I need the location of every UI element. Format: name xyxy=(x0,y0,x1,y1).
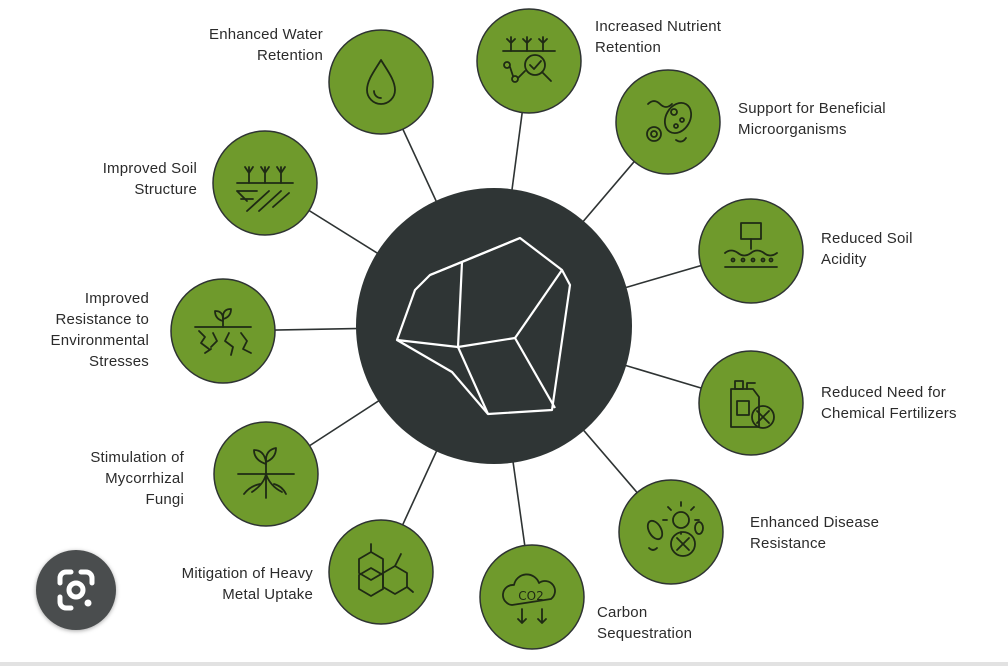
benefit-node-nutrient xyxy=(476,8,582,114)
benefit-node-stress xyxy=(170,278,276,384)
benefit-circle-nutrient xyxy=(476,8,582,114)
benefit-label-nutrient: Increased Nutrient Retention xyxy=(595,18,722,56)
molecule-icon xyxy=(358,543,414,597)
lens-search-button[interactable] xyxy=(36,550,116,630)
benefit-circle-micro xyxy=(615,69,721,175)
disease-resistance-icon xyxy=(646,501,704,557)
benefit-label-disease: Enhanced Disease Resistance xyxy=(750,514,880,552)
benefit-node-mycorrhizal xyxy=(213,421,319,527)
benefit-circle-stress xyxy=(170,278,276,384)
icon-text-carbon: CO2 xyxy=(518,589,543,603)
benefit-circle-water xyxy=(328,29,434,135)
microorganism-icon xyxy=(646,100,693,143)
ph-sign-icon xyxy=(724,222,778,268)
benefit-label-mycorrhizal: Stimulation of Mycorrhizal Fungi xyxy=(90,449,184,508)
benefit-circle-carbon xyxy=(479,544,585,650)
benefit-circle-heavymetal xyxy=(328,519,434,625)
benefit-label-water: Enhanced Water Retention xyxy=(209,26,323,64)
bottom-edge xyxy=(0,662,1008,666)
benefit-node-structure xyxy=(212,130,318,236)
soil-structure-icon xyxy=(236,166,294,212)
benefit-node-water xyxy=(328,29,434,135)
water-drop-icon xyxy=(366,59,396,105)
benefit-circle-disease xyxy=(618,479,724,585)
benefit-label-stress: Improved Resistance to Environmental Str… xyxy=(50,290,149,370)
rock-icon xyxy=(395,236,572,416)
benefit-label-micro: Support for Beneficial Microorganisms xyxy=(738,100,886,138)
benefit-label-fertilizer: Reduced Need for Chemical Fertilizers xyxy=(821,384,957,422)
co2-icon: CO2 xyxy=(502,573,556,624)
fertilizer-canister-icon xyxy=(730,380,775,429)
benefit-node-heavymetal xyxy=(328,519,434,625)
central-hub xyxy=(356,188,632,464)
benefit-node-disease xyxy=(618,479,724,585)
benefit-circle-fertilizer xyxy=(698,350,804,456)
cracked-soil-sprout-icon xyxy=(194,308,252,356)
nutrient-magnifier-icon xyxy=(502,36,556,83)
benefit-label-heavymetal: Mitigation of Heavy Metal Uptake xyxy=(181,565,313,603)
benefit-node-acidity xyxy=(698,198,804,304)
lens-search-icon xyxy=(57,569,95,611)
benefit-node-fertilizer xyxy=(698,350,804,456)
benefit-label-acidity: Reduced Soil Acidity xyxy=(821,230,913,268)
benefit-node-micro xyxy=(615,69,721,175)
benefit-circle-acidity xyxy=(698,198,804,304)
root-sprout-icon xyxy=(237,447,295,499)
benefit-node-carbon: CO2 xyxy=(479,544,585,650)
benefit-label-carbon: Carbon Sequestration xyxy=(597,604,693,642)
benefit-label-structure: Improved Soil Structure xyxy=(102,160,197,198)
